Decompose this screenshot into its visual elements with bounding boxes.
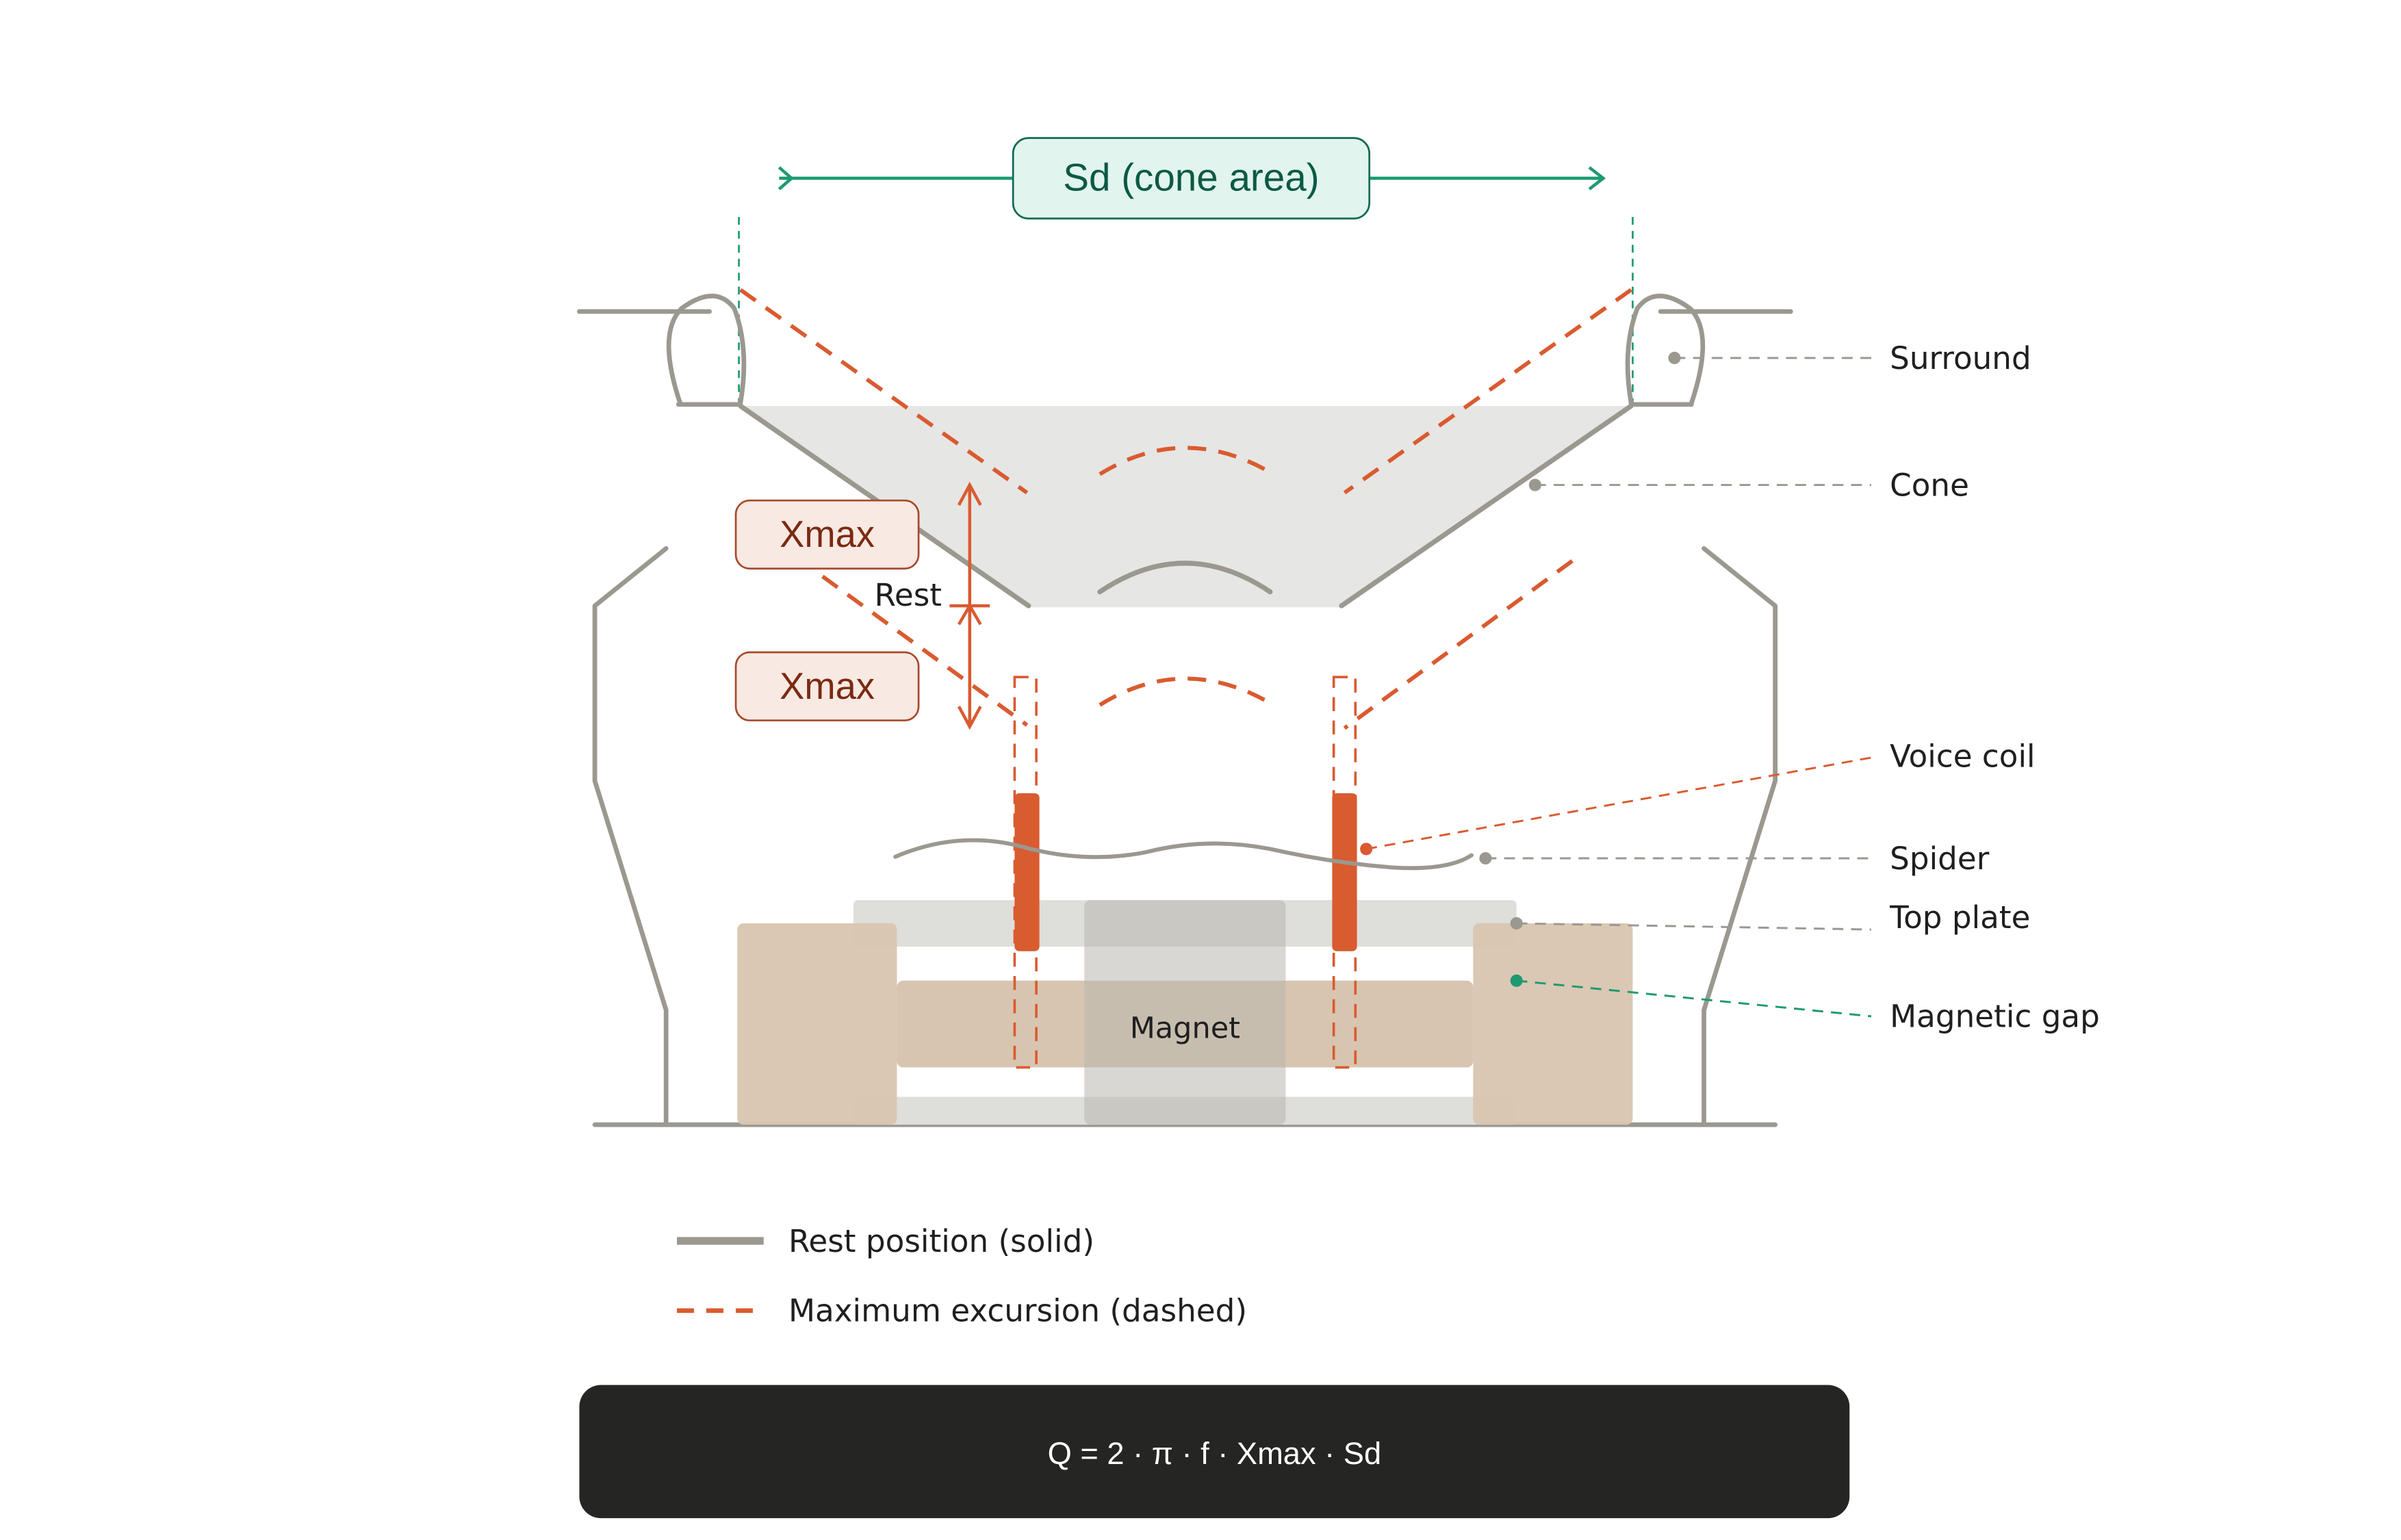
dust-cap-down [1099, 676, 1274, 707]
surround-right [1625, 294, 1706, 406]
sd-label: Sd (cone area) [1063, 156, 1319, 199]
callout-top-plate: Top plate [1510, 899, 2030, 936]
sd-dimension: Sd (cone area) [738, 137, 1634, 407]
spider [893, 838, 1474, 871]
callout-leader [1516, 922, 1872, 931]
xmax-arrowhead-down [957, 706, 982, 730]
surround-rest [666, 294, 1706, 407]
sd-arrowhead-right [1588, 166, 1606, 191]
callout-magnetic-gap: Magnetic gap [1510, 974, 2100, 1035]
motor-structure: Magnet [737, 900, 1633, 1125]
formula-text: Q = 2 · π · f · Xmax · Sd [1048, 1436, 1382, 1471]
frame-left [592, 546, 669, 1127]
rest-label: Rest [874, 577, 942, 613]
cone-down-right [1343, 559, 1574, 730]
legend-label-excursion: Maximum excursion (dashed) [788, 1293, 1247, 1329]
formula-background [579, 1385, 1850, 1519]
cone-up-right [1343, 287, 1632, 495]
dust-cap-rest [1097, 561, 1273, 595]
xmax-dimension [949, 481, 990, 730]
magnet-outer-left [737, 923, 897, 1125]
sd-arrowhead-left [778, 166, 794, 190]
callout-label: Cone [1890, 467, 1969, 503]
xmax-upper-label: Xmax [780, 513, 875, 555]
xmax-arrowhead-up [957, 481, 982, 506]
voice-coil [1013, 676, 1357, 1069]
callout-surround: Surround [1668, 340, 2031, 376]
voice-coil-right [1332, 793, 1357, 951]
xmax-lower-box [734, 651, 920, 721]
pole-piece [1084, 900, 1286, 1125]
magnet-outer-right [1473, 923, 1633, 1125]
cone-up-left [739, 287, 1029, 495]
xmax-lower-label: Xmax [780, 665, 875, 707]
xmax-upper-box [734, 499, 920, 570]
dust-cap-up [1099, 446, 1274, 476]
surround-left [666, 294, 747, 406]
callout-leader [1365, 756, 1872, 850]
callout-label: Surround [1890, 340, 2031, 376]
callout-label: Voice coil [1890, 738, 2036, 774]
legend: Rest position (solid) Maximum excursion … [677, 1223, 1247, 1329]
excursion-dashed [739, 287, 1632, 730]
voice-coil-left [1014, 793, 1040, 951]
callout-cone: Cone [1528, 467, 1969, 503]
callout-spider: Spider [1479, 840, 1990, 877]
sd-label-box [1012, 137, 1371, 220]
formula-bar: Q = 2 · π · f · Xmax · Sd [579, 1385, 1850, 1519]
callout-voice-coil: Voice coil [1360, 738, 2036, 856]
callout-label: Spider [1890, 840, 1990, 877]
magnet-label: Magnet [1130, 1012, 1240, 1046]
cone-down-left [821, 574, 1029, 727]
frame-right [1702, 546, 1778, 1127]
cone-rest-right [1339, 403, 1634, 608]
callout-label: Top plate [1889, 899, 2030, 936]
callout-leader [1516, 979, 1872, 1018]
callout-label: Magnetic gap [1890, 999, 2100, 1035]
legend-label-rest: Rest position (solid) [788, 1223, 1094, 1259]
